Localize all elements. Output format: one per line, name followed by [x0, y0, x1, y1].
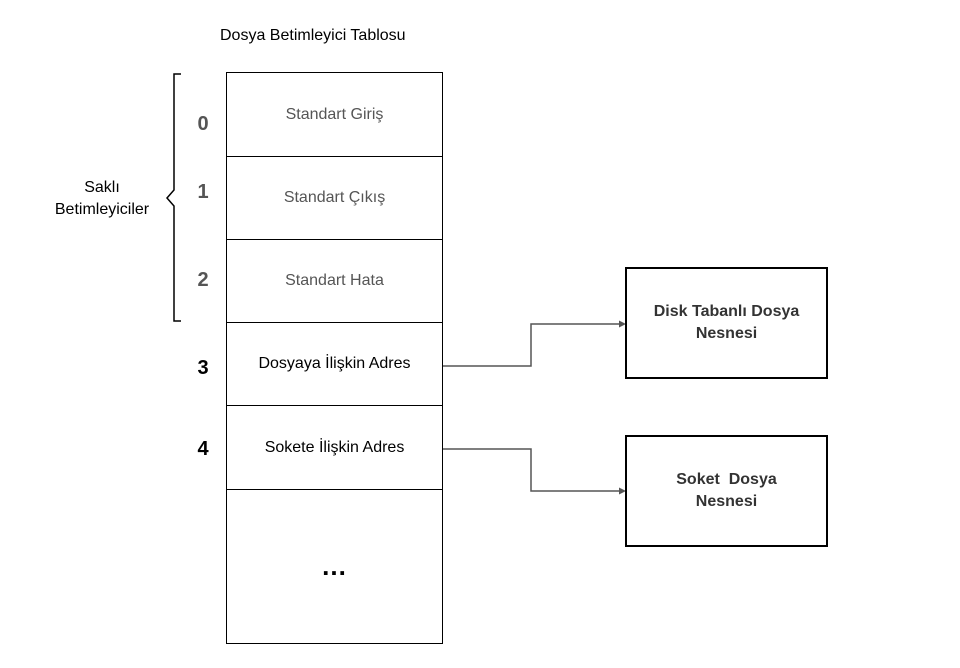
index-1: 1 [197, 181, 209, 203]
socket-file-object-box: Soket Dosya Nesnesi [625, 435, 828, 547]
table-row-ellipsis: ... [322, 550, 347, 581]
table-row-2: Standart Hata [227, 239, 442, 323]
index-3: 3 [197, 357, 209, 379]
disk-file-object-box: Disk Tabanlı Dosya Nesnesi [625, 267, 828, 379]
file-descriptor-table: Standart Giriş Standart Çıkış Standart H… [226, 72, 443, 644]
table-row-4: Sokete İlişkin Adres [227, 406, 442, 490]
socket-file-object-line1: Soket Dosya [676, 471, 777, 488]
disk-file-object-line1: Disk Tabanlı Dosya [653, 303, 800, 320]
arrowhead-file-object [619, 320, 626, 328]
connector-socket-object [443, 448, 622, 492]
table-title: Dosya Betimleyici Tablosu [220, 27, 406, 44]
reserved-descriptors-label: Saklı Betimleyiciler [40, 177, 164, 221]
arrowhead-socket-object [619, 487, 626, 495]
index-2: 2 [197, 269, 209, 291]
socket-file-object-line2: Nesnesi [695, 493, 758, 510]
table-row-3: Dosyaya İlişkin Adres [227, 322, 442, 406]
connector-file-object [443, 323, 622, 367]
table-row-1: Standart Çıkış [227, 156, 442, 240]
reserved-label-line1: Saklı [84, 179, 120, 196]
table-row-0: Standart Giriş [227, 73, 442, 157]
reserved-label-line2: Betimleyiciler [54, 201, 150, 218]
index-0: 0 [197, 113, 209, 135]
index-4: 4 [197, 438, 209, 460]
disk-file-object-line2: Nesnesi [695, 325, 758, 342]
reserved-brace [166, 73, 181, 322]
